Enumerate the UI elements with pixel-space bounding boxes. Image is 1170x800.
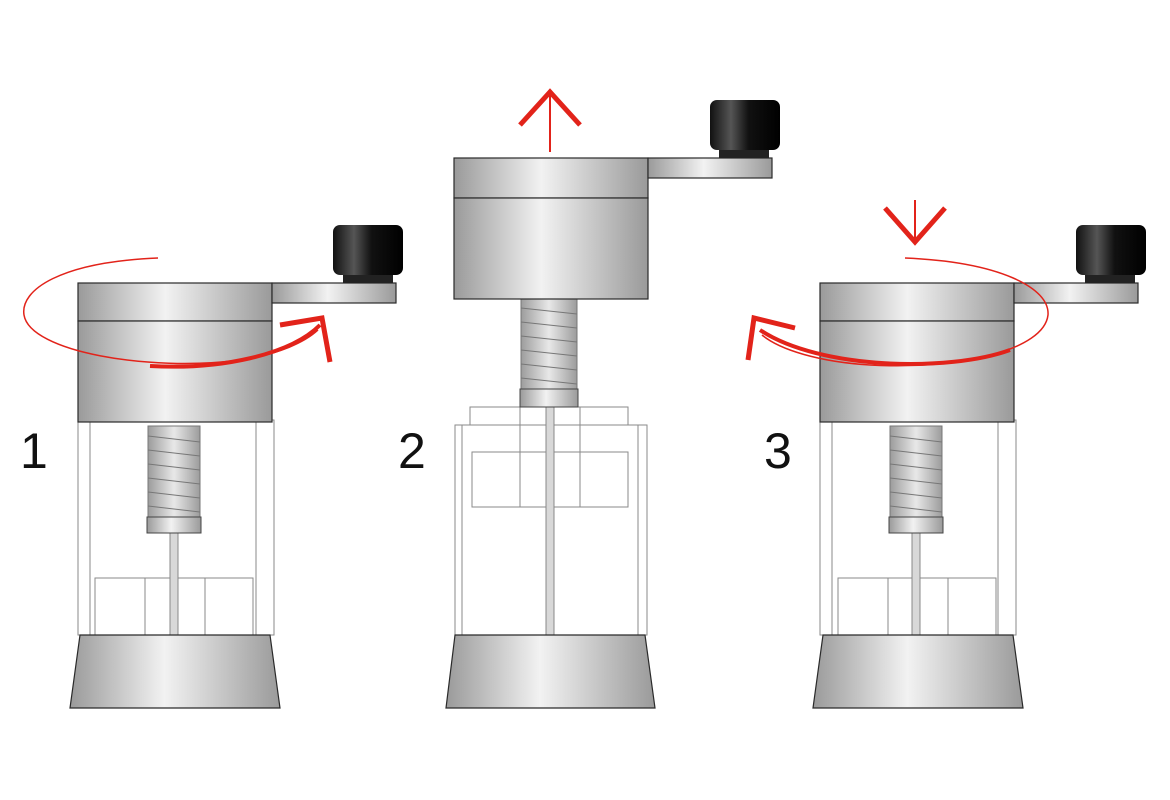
grinder-head (453, 157, 649, 300)
grinder-head (77, 282, 273, 423)
spring (147, 425, 201, 519)
knob-icon (710, 100, 780, 158)
knob-icon (1076, 225, 1146, 283)
crank-arm (647, 157, 773, 179)
grinder-1: 1 (20, 225, 403, 709)
crank-arm (271, 282, 397, 304)
shaft (911, 529, 921, 636)
spring (520, 297, 578, 391)
arrow-down-icon (883, 200, 947, 246)
arrow-up-icon (518, 88, 582, 152)
grinder-head (819, 282, 1015, 423)
spring-nut (519, 388, 579, 408)
knob-icon (333, 225, 403, 283)
rotate-counterclockwise-arrow-icon (745, 257, 1049, 367)
spring-nut (146, 516, 202, 534)
step-label-2: 2 (398, 423, 426, 479)
step-label-3: 3 (764, 423, 792, 479)
rotate-clockwise-arrow-icon (23, 257, 333, 369)
base (445, 634, 656, 709)
grinder-3: 3 (745, 200, 1146, 709)
shaft (169, 529, 179, 636)
shaft (545, 404, 555, 636)
crank-arm (1013, 282, 1139, 304)
base (812, 634, 1024, 709)
spring-nut (888, 516, 944, 534)
spring (889, 425, 943, 519)
grinder-2: 2 (398, 88, 780, 709)
base (69, 634, 281, 709)
step-label-1: 1 (20, 423, 48, 479)
